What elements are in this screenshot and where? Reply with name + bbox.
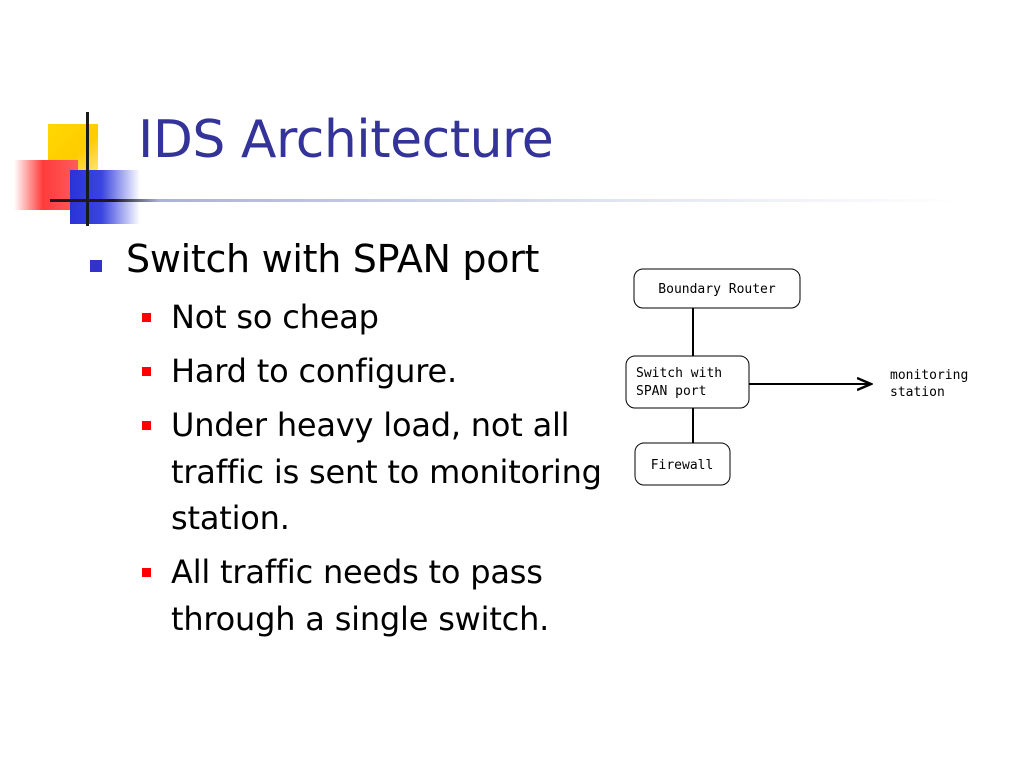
network-diagram: Boundary Router Switch with SPAN port Fi… xyxy=(625,268,968,486)
sub-bullet-item: Hard to configure. xyxy=(142,348,630,394)
switch-label-line2: SPAN port xyxy=(636,384,706,399)
switch-label-line1: Switch with xyxy=(636,366,722,381)
sub-bullet-item: Not so cheap xyxy=(142,294,630,340)
bullet-list: Switch with SPAN port Not so cheap Hard … xyxy=(90,236,630,650)
boundary-router-label: Boundary Router xyxy=(658,282,776,297)
blue-square-shape xyxy=(70,170,140,224)
blue-bullet-icon xyxy=(90,260,102,272)
monitoring-label-line2: station xyxy=(890,385,945,400)
bullet-item: Switch with SPAN port xyxy=(90,236,630,284)
sub-bullet-text: Not so cheap xyxy=(171,297,379,336)
firewall-node: Firewall xyxy=(634,442,731,486)
red-bullet-icon xyxy=(142,568,151,578)
title-underline xyxy=(50,199,960,202)
red-bullet-icon xyxy=(142,421,151,431)
sub-bullet-text: All traffic needs to pass through a sing… xyxy=(171,553,550,638)
bullet-text: Switch with SPAN port xyxy=(126,237,540,281)
monitoring-label-line1: monitoring xyxy=(890,368,968,383)
sub-bullet-text: Hard to configure. xyxy=(171,351,457,390)
vertical-rule xyxy=(86,112,89,226)
sub-bullet-text: Under heavy load, not all traffic is sen… xyxy=(171,406,602,538)
red-bullet-icon xyxy=(142,366,151,376)
monitoring-station-label: monitoring station xyxy=(890,368,968,400)
sub-bullet-list: Not so cheap Hard to configure. Under he… xyxy=(142,294,630,643)
boundary-router-node: Boundary Router xyxy=(633,268,801,309)
red-square-shape xyxy=(14,160,78,210)
slide-title: IDS Architecture xyxy=(138,110,554,170)
firewall-label: Firewall xyxy=(651,458,714,473)
red-bullet-icon xyxy=(142,312,151,322)
sub-bullet-item: All traffic needs to pass through a sing… xyxy=(142,549,611,642)
sub-bullet-item: Under heavy load, not all traffic is sen… xyxy=(142,402,611,541)
switch-node: Switch with SPAN port xyxy=(625,355,750,409)
decorative-logo xyxy=(0,0,140,230)
